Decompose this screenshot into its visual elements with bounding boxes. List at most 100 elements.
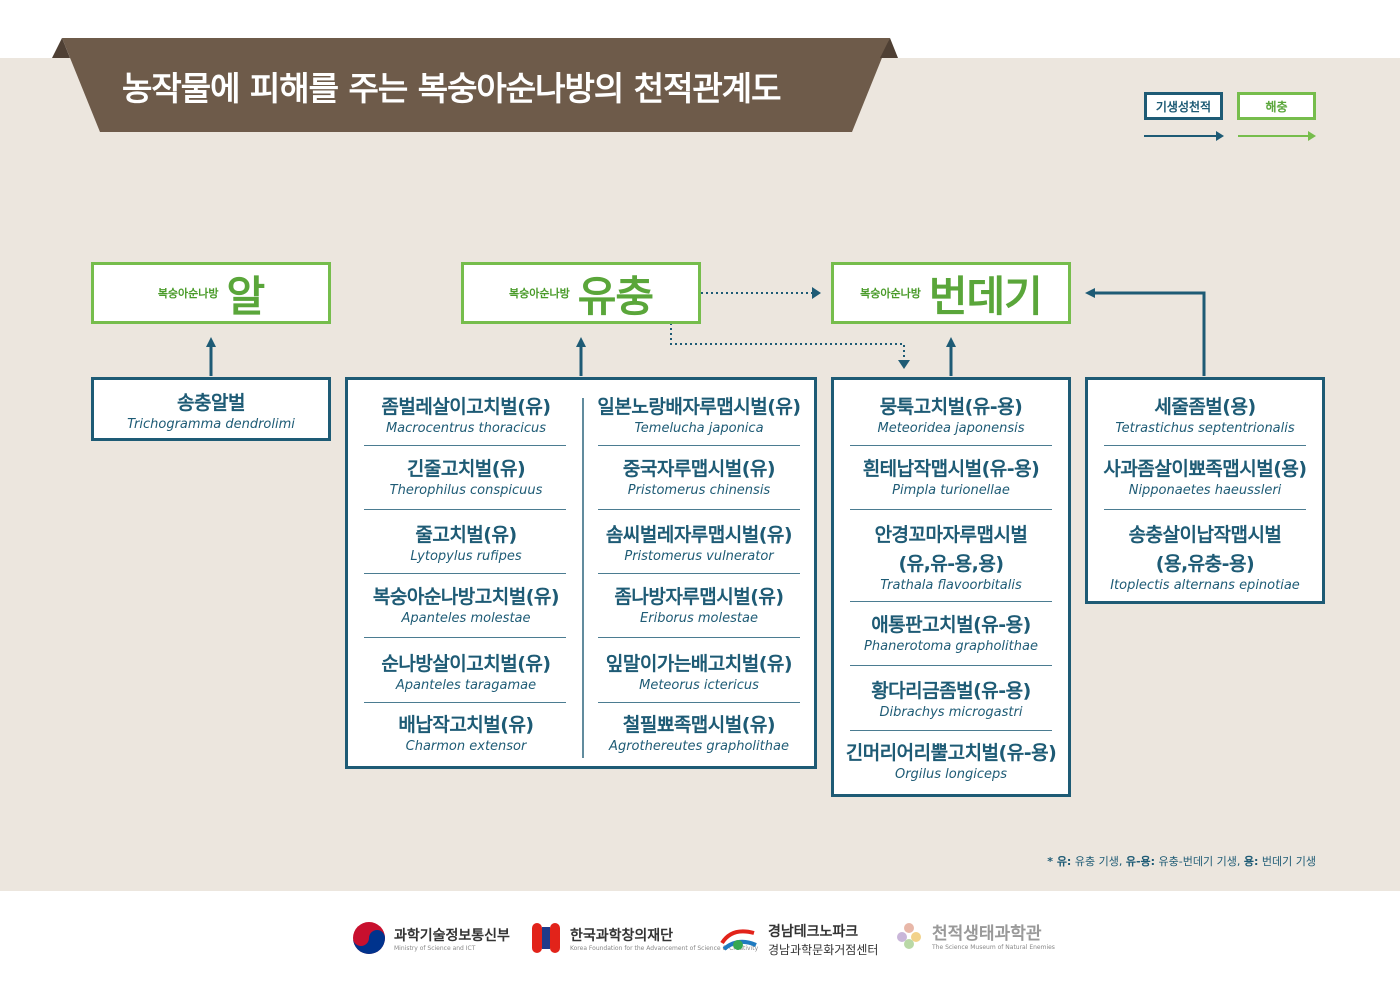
- separator: [598, 445, 800, 446]
- legend-pest: 해충: [1237, 92, 1316, 120]
- separator: [850, 509, 1052, 510]
- korean-name: 애통판고치벌(유-용): [871, 614, 1031, 636]
- logo-msit-sub: Ministry of Science and ICT: [394, 944, 476, 952]
- korean-name: 뭉툭고치벌(유-용): [879, 396, 1023, 418]
- latin-name: Apanteles taragamae: [395, 678, 537, 693]
- footnote-value: 번데기 기생: [1261, 855, 1316, 868]
- footnote-value: 유충 기생,: [1074, 855, 1123, 868]
- logo-gntp: 경남테크노파크 경남과학문화거점센터: [718, 921, 878, 958]
- separator: [598, 637, 800, 638]
- logo-kofac-sub: Korea Foundation for the Advancement of …: [570, 944, 759, 952]
- korean-name-suffix: (용,유충-용): [1155, 553, 1255, 575]
- stage-prefix: 복숭아순나방: [860, 287, 921, 300]
- footnote-key: * 유:: [1047, 855, 1072, 868]
- logo-gntp-sub: 경남과학문화거점센터: [768, 943, 879, 957]
- latin-name: Tetrastichus septentrionalis: [1115, 421, 1295, 436]
- parasitoid-entry: 송충알벌 Trichogramma dendrolimi: [94, 388, 328, 432]
- latin-name: Pimpla turionellae: [892, 483, 1010, 498]
- parasitoid-entry: 중국자루맵시벌(유)Pristomerus chinensis: [584, 454, 814, 498]
- separator: [598, 509, 800, 510]
- footnote-key: 유-용:: [1125, 855, 1156, 868]
- parasitoid-entry: 잎말이가는배고치벌(유) Meteorus ictericus: [584, 649, 814, 693]
- logo-kofac-name: 한국과학창의재단: [570, 927, 674, 944]
- latin-name: Therophilus conspicuus: [389, 483, 543, 498]
- stage-name: 알: [226, 271, 266, 321]
- logo-museum: 천적생태과학관 The Science Museum of Natural En…: [894, 919, 1055, 951]
- latin-name: Phanerotoma grapholithae: [864, 639, 1038, 654]
- larva-parasitoid-box: 좀벌레살이고치벌(유)Macrocentrus thoracicus 긴줄고치벌…: [345, 377, 817, 769]
- latin-name: Meteorus ictericus: [639, 678, 759, 693]
- korean-name: 흰테납작맵시벌(유-용): [862, 458, 1040, 480]
- parasitoid-entry: 일본노랑배자루맵시벌(유) Temelucha japonica: [584, 392, 814, 436]
- latin-name: Meteoridea japonensis: [877, 421, 1025, 436]
- separator: [850, 601, 1052, 602]
- parasitoid-entry: 배납작고치벌(유) Charmon extensor: [348, 710, 584, 754]
- parasitoid-entry: 복숭아순나방고치벌(유) Apanteles molestae: [348, 582, 584, 626]
- stage-egg: 복숭아순나방 알: [91, 262, 331, 324]
- latin-name: Apanteles molestae: [401, 611, 531, 626]
- latin-name: Trathala flavoorbitalis: [880, 578, 1022, 593]
- pupa-parasitoid-box: 뭉툭고치벌(유-용) Meteoridea japonensis 흰테납작맵시벌(…: [831, 377, 1071, 797]
- parasitoid-entry: 애통판고치벌(유-용) Phanerotoma grapholithae: [834, 610, 1068, 654]
- separator: [850, 730, 1052, 731]
- separator: [364, 509, 566, 510]
- separator: [1104, 445, 1306, 446]
- taegeuk-icon: [353, 922, 385, 954]
- pupa-hyperparasitoid-box: 세줄좀벌(용) Tetrastichus septentrionalis 사과좀살…: [1085, 377, 1325, 604]
- logo-kofac: 한국과학창의재단 Korea Foundation for the Advanc…: [530, 921, 758, 955]
- egg-parasitoid-box: 송충알벌 Trichogramma dendrolimi: [91, 377, 331, 441]
- parasitoid-entry: 좀벌레살이고치벌(유)Macrocentrus thoracicus: [348, 392, 584, 436]
- parasitoid-entry: 솜씨벌레자루맵시벌(유)Pristomerus vulnerator: [584, 520, 814, 564]
- parasitoid-entry: 순나방살이고치벌(유)Apanteles taragamae: [348, 649, 584, 693]
- latin-name: Temelucha japonica: [634, 421, 764, 436]
- latin-name: Lytopylus rufipes: [410, 549, 522, 564]
- korean-name: 중국자루맵시벌(유): [622, 458, 776, 480]
- separator: [850, 665, 1052, 666]
- separator: [364, 702, 566, 703]
- korean-name: 사과좀살이뾰족맵시벌(용): [1103, 458, 1307, 480]
- separator: [598, 573, 800, 574]
- separator: [364, 445, 566, 446]
- footnote-key: 용:: [1243, 855, 1259, 868]
- separator: [1104, 509, 1306, 510]
- separator: [598, 702, 800, 703]
- kofac-icon: [532, 923, 560, 953]
- logo-msit-name: 과학기술정보통신부: [394, 927, 510, 944]
- parasitoid-entry: 안경꼬마자루맵시벌(유,유-용,용)Trathala flavoorbitali…: [834, 520, 1068, 593]
- korean-name: 솜씨벌레자루맵시벌(유): [605, 524, 793, 546]
- stage-larva: 복숭아순나방 유충: [461, 262, 701, 324]
- parasitoid-entry: 긴줄고치벌(유)Therophilus conspicuus: [348, 454, 584, 498]
- korean-name: 긴머리어리뿔고치벌(유-용): [845, 742, 1057, 764]
- latin-name: Itoplectis alternans epinotiae: [1110, 578, 1300, 593]
- parasitoid-entry: 세줄좀벌(용) Tetrastichus septentrionalis: [1088, 392, 1322, 436]
- museum-icon: [897, 923, 921, 949]
- stage-name: 번데기: [928, 271, 1043, 321]
- stage-name: 유충: [577, 271, 654, 321]
- korean-name: 세줄좀벌(용): [1154, 396, 1256, 418]
- legend-parasitoid: 기생성천적: [1144, 92, 1223, 120]
- latin-name: Eriborus molestae: [640, 611, 758, 626]
- column-divider: [582, 398, 584, 758]
- korean-name: 일본노랑배자루맵시벌(유): [597, 396, 801, 418]
- latin-name: Orgilus longiceps: [894, 767, 1008, 782]
- separator: [850, 445, 1052, 446]
- logo-gntp-name: 경남테크노파크: [768, 924, 859, 940]
- footnote: * 유: 유충 기생, 유-용: 유충-번데기 기생, 용: 번데기 기생: [1047, 853, 1316, 869]
- page-title: 농작물에 피해를 주는 복숭아순나방의 천적관계도: [122, 69, 782, 108]
- latin-name: Dibrachys microgastri: [879, 705, 1023, 720]
- korean-name: 황다리금좀벌(유-용): [871, 680, 1031, 702]
- korean-name: 줄고치벌(유): [415, 524, 517, 546]
- parasitoid-entry: 뭉툭고치벌(유-용) Meteoridea japonensis: [834, 392, 1068, 436]
- latin-name: Charmon extensor: [405, 739, 527, 754]
- footer-logos: 과학기술정보통신부 Ministry of Science and ICT 한국…: [0, 915, 1400, 965]
- parasitoid-entry: 송충살이납작맵시벌(용,유충-용)Itoplectis alternans ep…: [1088, 520, 1322, 593]
- korean-name: 배납작고치벌(유): [398, 714, 534, 736]
- parasitoid-entry: 황다리금좀벌(유-용) Dibrachys microgastri: [834, 676, 1068, 720]
- logo-msit: 과학기술정보통신부 Ministry of Science and ICT: [352, 921, 510, 955]
- latin-name: Trichogramma dendrolimi: [127, 417, 295, 432]
- korean-name: 복숭아순나방고치벌(유): [372, 586, 560, 608]
- parasitoid-entry: 긴머리어리뿔고치벌(유-용) Orgilus longiceps: [834, 738, 1068, 782]
- korean-name: 송충알벌: [177, 392, 245, 414]
- korean-name: 잎말이가는배고치벌(유): [605, 653, 793, 675]
- footnote-value: 유충-번데기 기생,: [1158, 855, 1241, 868]
